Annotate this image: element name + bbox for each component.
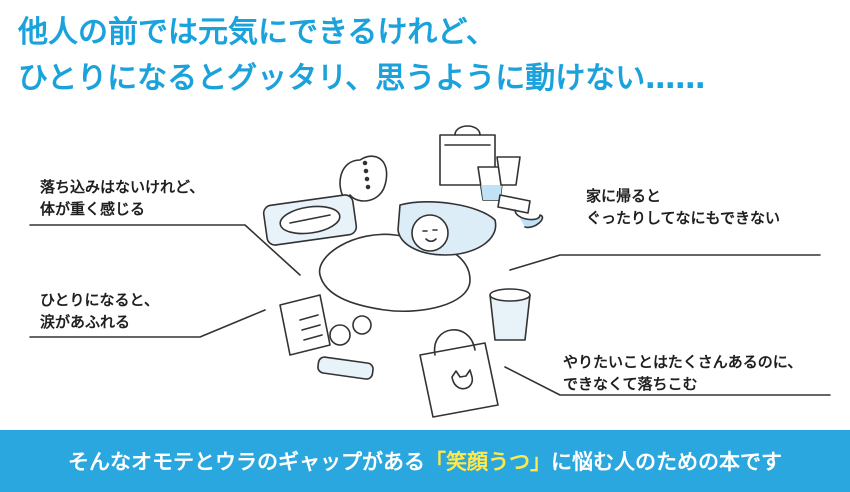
leader-line-mid-left [29,309,266,338]
illustration [29,125,831,418]
spilled-cup-icon [497,194,544,229]
bottom-banner: そんなオモテとウラのギャップがある 「笑顔うつ」 に悩む人のための本です [0,430,850,492]
caption-top-left-line-2: 体が重く感じる [40,200,146,218]
banner-text-before: そんなオモテとウラのギャップがある [68,450,425,474]
caption-mid-left: ひとりになると、 涙があふれる [40,289,159,333]
caption-bottom-right-line-2: できなくて落ちこむ [563,375,698,393]
leader-line-top-right [509,254,821,271]
headline-line-2: ひとりになるとグッタリ、思うように動けない…… [18,61,706,96]
headline-line-1: 他人の前では元気にできるけれど、 [18,15,496,50]
water-bottle-icon [317,356,374,380]
leader-line-bottom-right [504,366,831,396]
papers-icon [279,294,372,356]
caption-bottom-right: やりたいことはたくさんあるのに、 できなくて落ちこむ [563,351,802,395]
glass-icon [477,156,521,201]
caption-top-right-line-1: 家に帰ると [586,187,662,205]
leader-line-top-left [29,224,301,276]
banner-highlight: 「笑顔うつ」 [425,450,551,474]
headline: 他人の前では元気にできるけれど、 ひとりになるとグッタリ、思うように動けない…… [18,10,705,102]
plate-icon [262,194,358,246]
caption-top-right-line-2: ぐったりしてなにもできない [586,209,780,227]
caption-top-left-line-1: 落ち込みはないけれど、 [40,178,205,196]
banner-text-after: に悩む人のための本です [551,450,782,474]
tote-bag-icon [419,329,499,418]
person-under-blanket-icon [318,201,497,313]
trash-bin-icon [489,288,531,341]
caption-mid-left-line-1: ひとりになると、 [40,291,159,309]
thought-bubble-icon [339,155,388,202]
caption-bottom-right-line-1: やりたいことはたくさんあるのに、 [563,353,803,371]
caption-top-right: 家に帰ると ぐったりしてなにもできない [586,185,780,229]
caption-top-left: 落ち込みはないけれど、 体が重く感じる [40,176,204,220]
caption-mid-left-line-2: 涙があふれる [40,313,131,331]
